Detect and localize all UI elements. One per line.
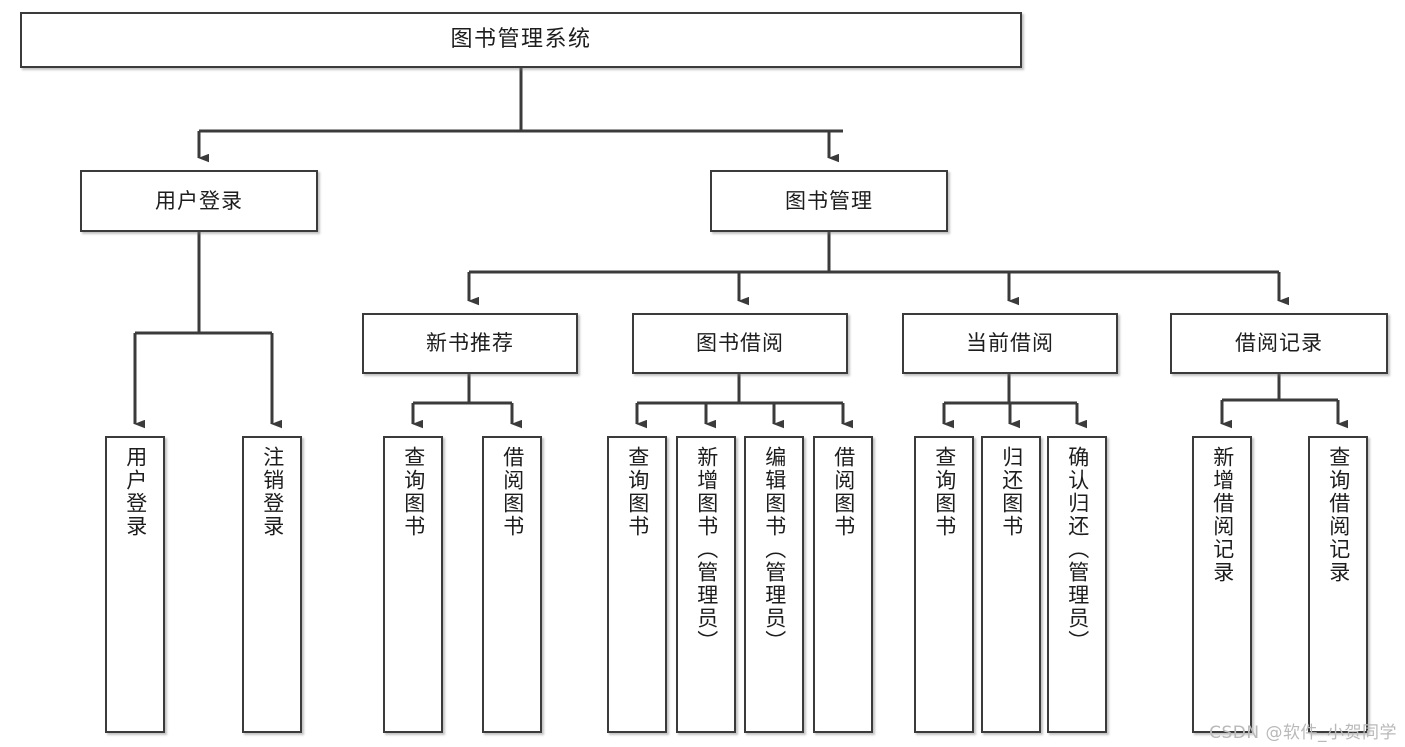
node-label: 新增借阅记录 [1210, 446, 1235, 584]
node-label: 图书借阅 [696, 331, 784, 356]
leaf-record-query-borrow-record[interactable]: 查询借阅记录 [1308, 436, 1368, 733]
leaf-current-return-book[interactable]: 归还图书 [981, 436, 1041, 733]
leaf-record-add-borrow-record[interactable]: 新增借阅记录 [1192, 436, 1252, 733]
leaf-borrow-add-book-admin[interactable]: 新增图书（管理员） [676, 436, 736, 733]
leaf-rec-query-book[interactable]: 查询图书 [383, 436, 443, 733]
node-borrow-record[interactable]: 借阅记录 [1170, 313, 1388, 374]
csdn-watermark: CSDN @软件_小贺同学 [1209, 723, 1397, 743]
node-label: 归还图书 [999, 446, 1024, 538]
node-label: 编辑图书（管理员） [762, 446, 787, 653]
node-label: 查询借阅记录 [1326, 446, 1351, 584]
node-new-book-recommend[interactable]: 新书推荐 [362, 313, 578, 374]
node-root-system[interactable]: 图书管理系统 [20, 12, 1022, 68]
node-label: 借阅记录 [1235, 331, 1323, 356]
leaf-user-logout[interactable]: 注销登录 [242, 436, 302, 733]
node-label: 借阅图书 [831, 446, 856, 538]
leaf-borrow-edit-book-admin[interactable]: 编辑图书（管理员） [744, 436, 804, 733]
node-label: 确认归还（管理员） [1065, 446, 1090, 653]
node-label: 用户登录 [155, 188, 243, 213]
leaf-borrow-query-book[interactable]: 查询图书 [607, 436, 667, 733]
node-current-borrow[interactable]: 当前借阅 [902, 313, 1118, 374]
leaf-user-login[interactable]: 用户登录 [105, 436, 165, 733]
leaf-rec-borrow-book[interactable]: 借阅图书 [482, 436, 542, 733]
node-label: 注销登录 [260, 446, 285, 538]
node-label: 图书管理 [785, 188, 873, 213]
leaf-current-query-book[interactable]: 查询图书 [914, 436, 974, 733]
node-label: 用户登录 [123, 446, 148, 538]
node-book-management[interactable]: 图书管理 [710, 170, 948, 232]
leaf-current-confirm-return-admin[interactable]: 确认归还（管理员） [1047, 436, 1107, 733]
leaf-borrow-borrow-book[interactable]: 借阅图书 [813, 436, 873, 733]
node-label: 查询图书 [625, 446, 650, 538]
node-book-borrow[interactable]: 图书借阅 [632, 313, 848, 374]
node-label: 当前借阅 [966, 331, 1054, 356]
node-label: 新增图书（管理员） [694, 446, 719, 653]
node-user-login[interactable]: 用户登录 [80, 170, 318, 232]
node-label: 图书管理系统 [450, 27, 592, 53]
node-label: 新书推荐 [426, 331, 514, 356]
node-label: 查询图书 [401, 446, 426, 538]
node-label: 借阅图书 [500, 446, 525, 538]
node-label: 查询图书 [932, 446, 957, 538]
